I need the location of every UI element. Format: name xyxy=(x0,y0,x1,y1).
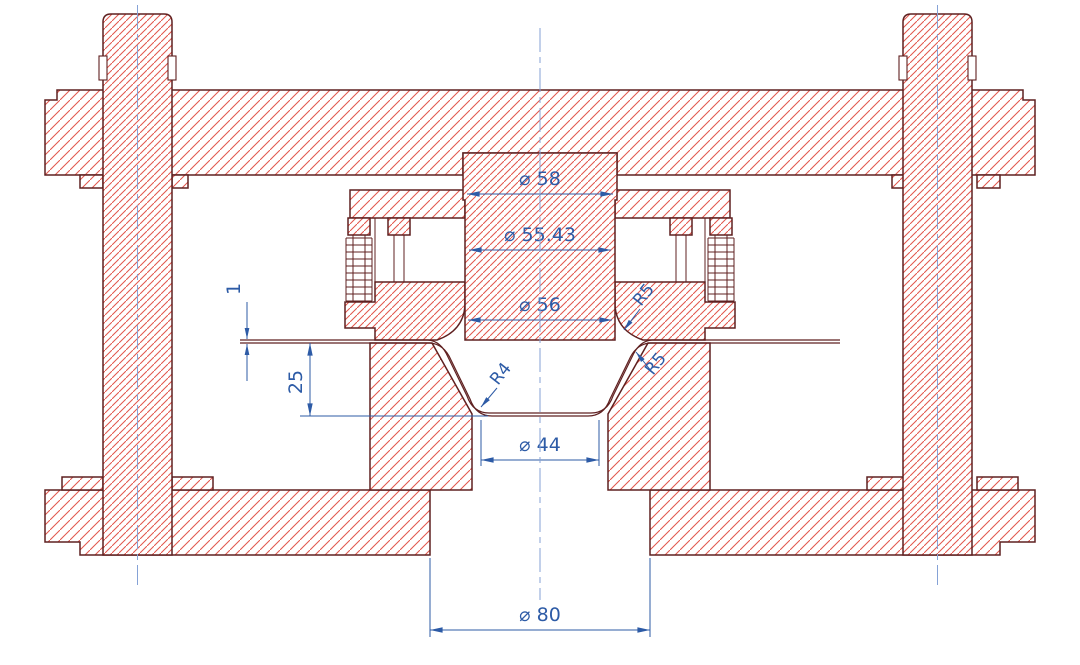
dim-label-d56: ⌀ 56 xyxy=(519,294,561,316)
blank-holder-ring-left xyxy=(344,281,466,341)
bottom-plate-boss-right-outer xyxy=(976,476,1019,491)
holder-plate-right xyxy=(614,189,731,219)
bottom-plate-boss-right-inner xyxy=(866,476,909,491)
guide-post-right-body xyxy=(902,13,973,556)
dim-label-d80: ⌀ 80 xyxy=(519,604,561,626)
post-groove-left-b xyxy=(167,55,177,81)
top-plate-boss-left-outer xyxy=(79,174,104,189)
bottom-plate-boss-left-inner xyxy=(171,476,214,491)
workpiece-cup xyxy=(240,339,840,417)
stripper-bolt-head-right-inner xyxy=(669,217,693,236)
centerlines xyxy=(137,5,938,600)
stripper-bolt-head-left-outer xyxy=(347,217,371,236)
dim-label-depth: 25 xyxy=(285,370,307,394)
top-plate-boss-right-outer xyxy=(976,174,1001,189)
workpiece-inner-surface xyxy=(240,339,840,414)
top-plate-boss-left-inner xyxy=(171,174,189,189)
holder-plate-left xyxy=(349,189,466,219)
guide-post-left xyxy=(98,13,177,556)
post-groove-left-a xyxy=(98,55,108,81)
blank-holder-ring-right xyxy=(614,281,736,341)
dim-leader-r4 xyxy=(480,387,498,408)
spring-left xyxy=(345,237,373,302)
stripper-bolt-head-left-inner xyxy=(387,217,411,236)
bottom-plate-boss-left-outer xyxy=(61,476,104,491)
dim-label-thickness: 1 xyxy=(223,283,245,295)
guide-post-left-body xyxy=(102,13,173,556)
guide-post-right xyxy=(898,13,977,556)
workpiece-outer-surface xyxy=(240,342,840,417)
spring-right xyxy=(707,237,735,302)
post-groove-right-a xyxy=(898,55,908,81)
stripper-bolt-head-right-outer xyxy=(709,217,733,236)
dim-label-r4: R4 xyxy=(486,359,516,389)
post-groove-right-b xyxy=(967,55,977,81)
dim-leader-r5-top xyxy=(623,308,641,331)
bottom-plate-right xyxy=(649,489,1036,556)
dim-leader-r5-side xyxy=(635,351,653,373)
stripper-bolt-shanks xyxy=(352,235,728,302)
